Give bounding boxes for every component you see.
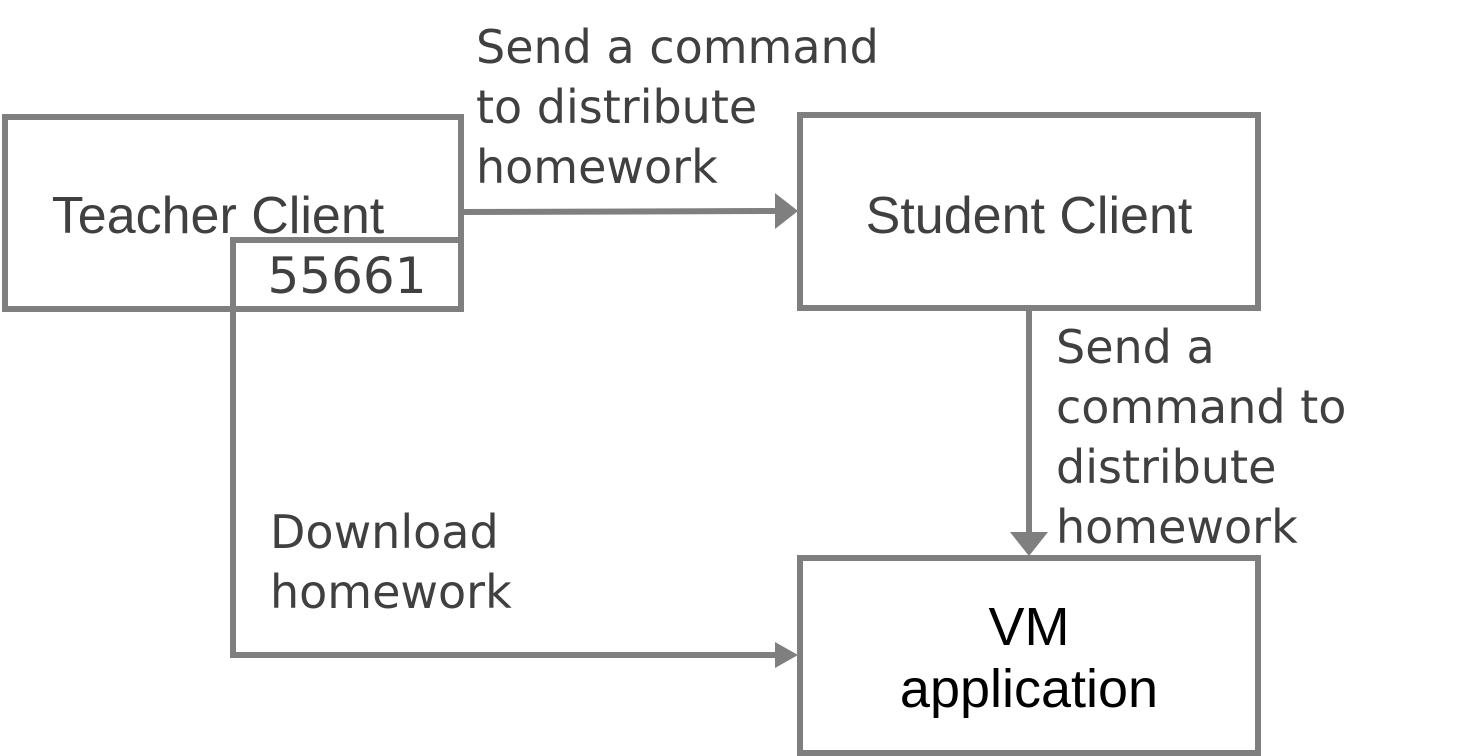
- arrow-teacher-to-vm: [230, 310, 798, 668]
- vm-application-node: VM application: [797, 555, 1261, 756]
- edge-label-teacher-to-vm: Download homework: [270, 505, 512, 619]
- arrow-student-to-vm: [1010, 310, 1048, 556]
- student-client-label: Student Client: [865, 187, 1193, 245]
- edge-label-student-to-vm: Send a command to distribute homework: [1056, 320, 1347, 554]
- vm-label-line2: application: [899, 659, 1159, 719]
- arrow-teacher-to-student: [461, 193, 798, 229]
- teacher-port-label: 55661: [267, 247, 427, 305]
- vm-label-line1: VM: [988, 597, 1070, 657]
- teacher-client-label: Teacher Client: [51, 187, 385, 245]
- student-client-node: Student Client: [797, 112, 1261, 311]
- edge-label-teacher-to-student: Send a command to distribute homework: [476, 20, 879, 194]
- teacher-port-box: 55661: [230, 237, 464, 312]
